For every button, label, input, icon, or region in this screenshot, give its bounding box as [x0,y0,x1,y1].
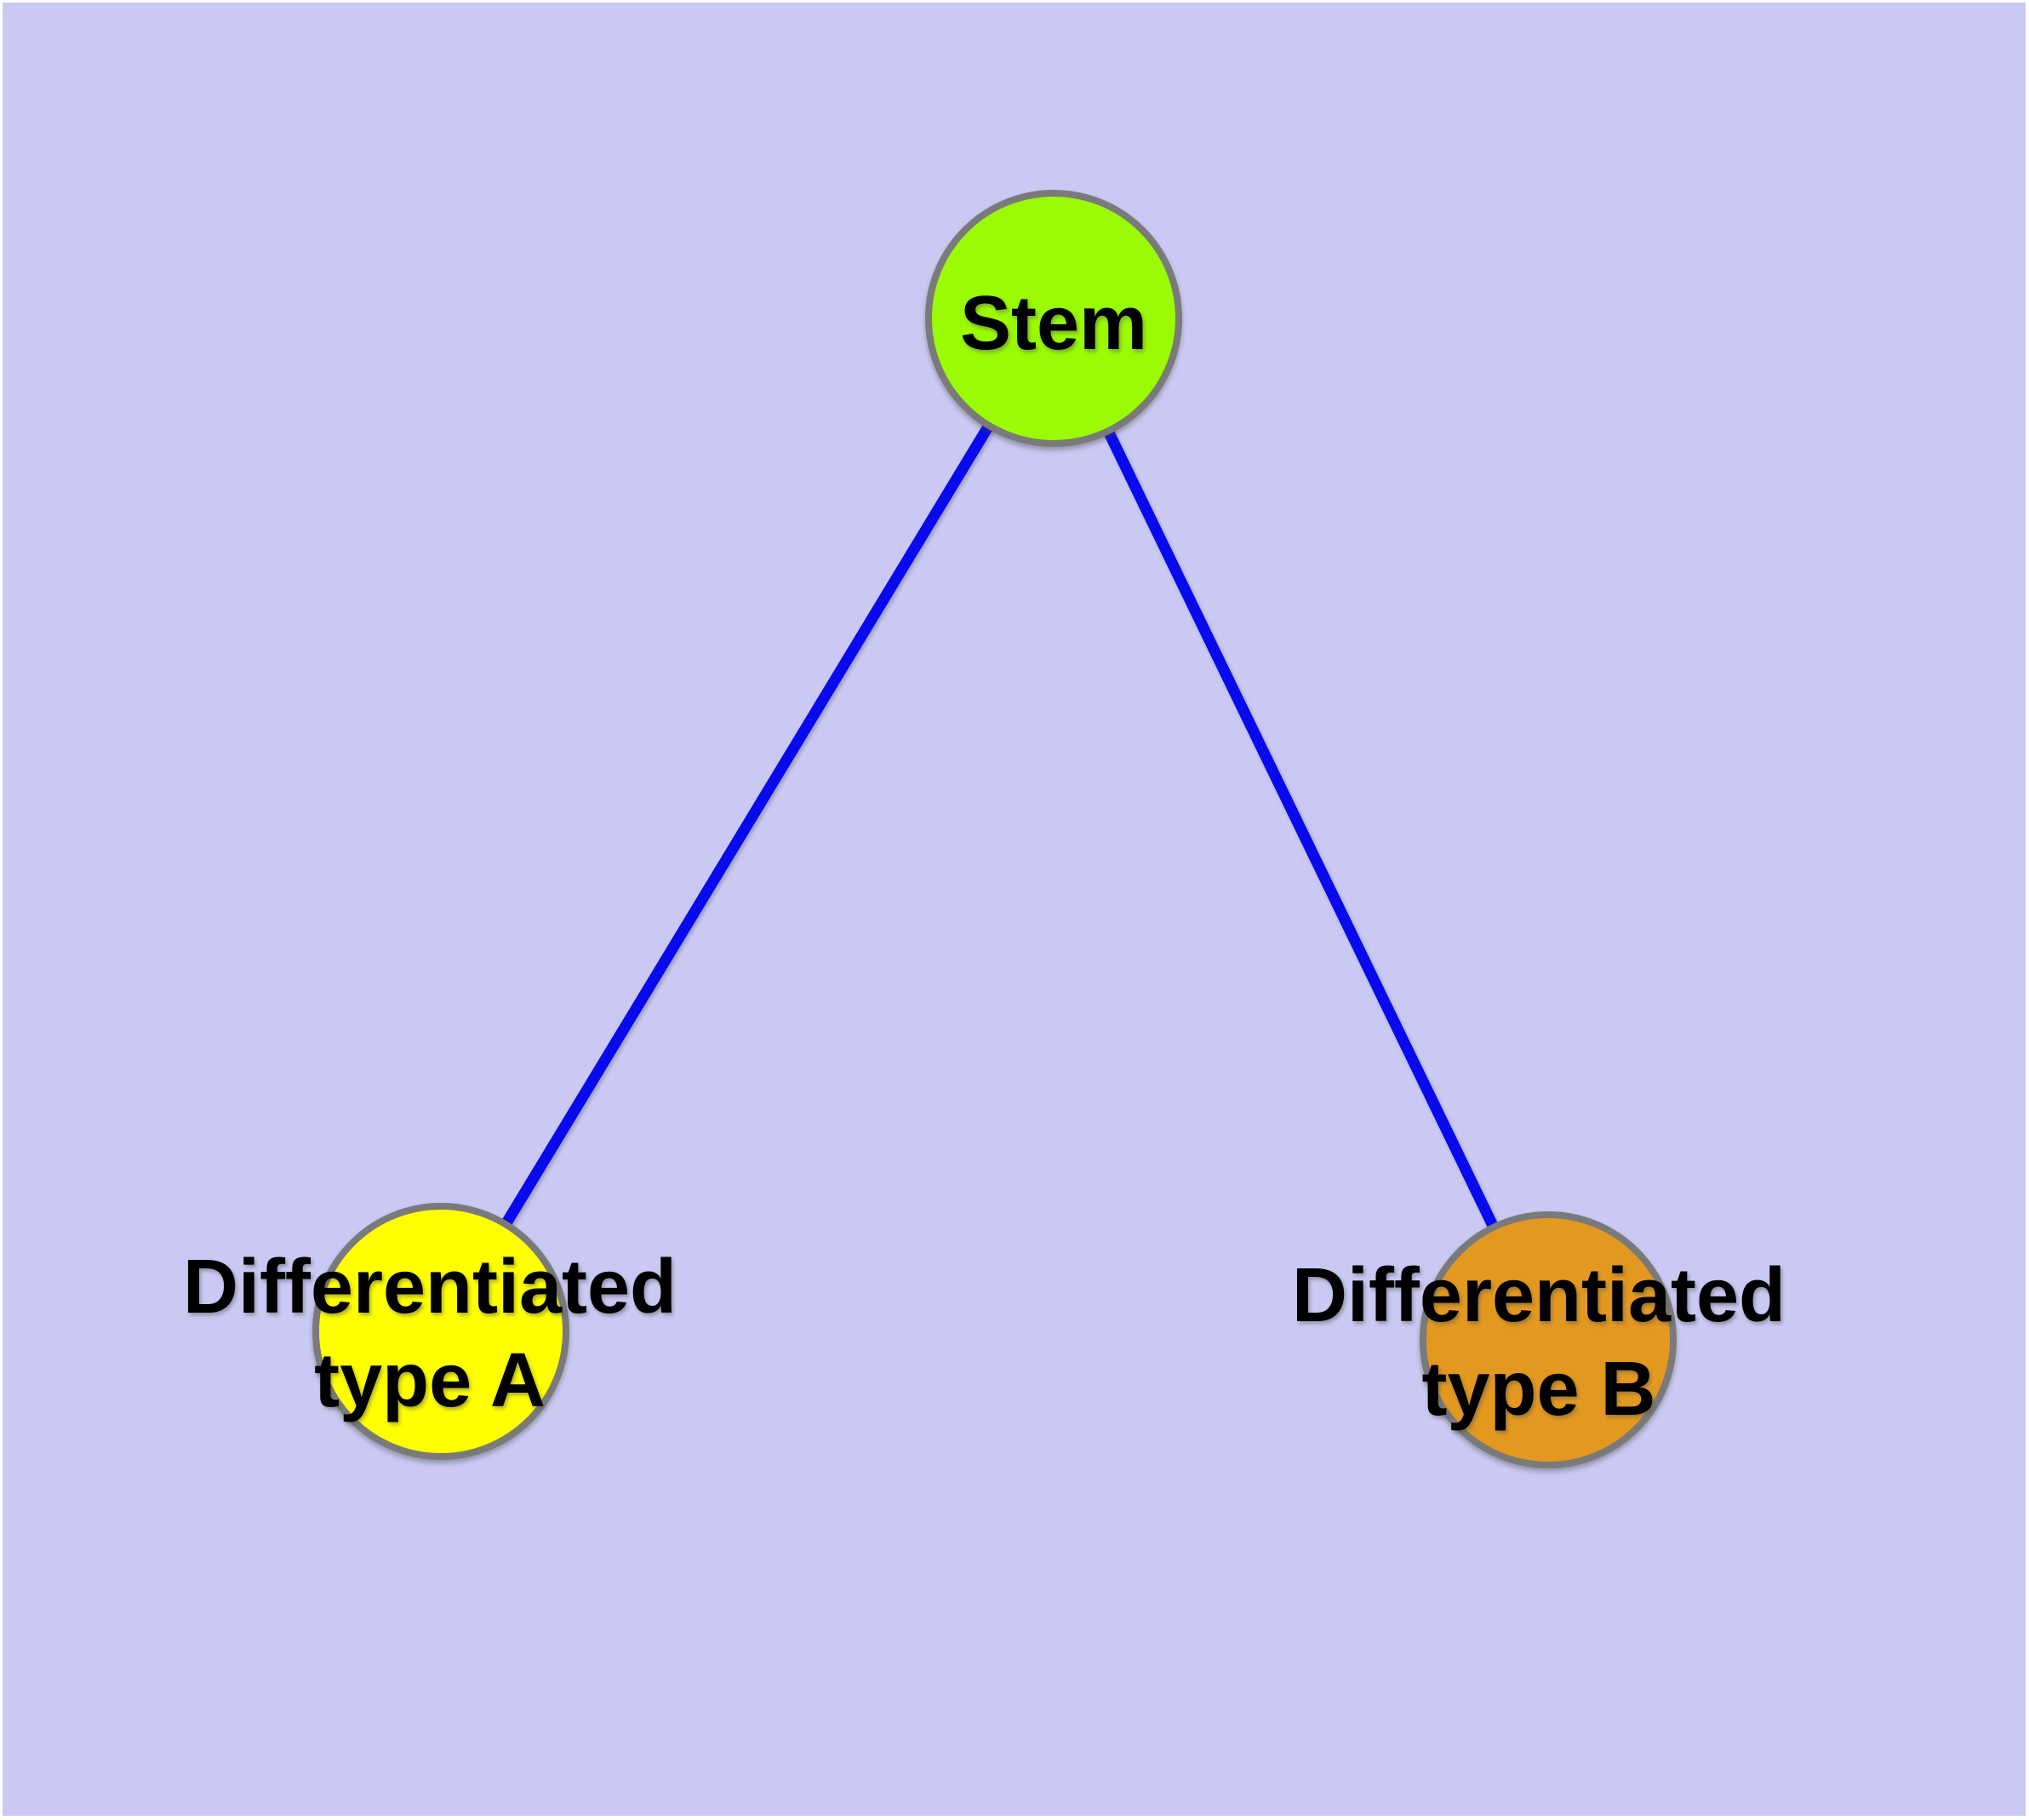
node-type-a-label-line1: Differentiated [183,1245,677,1330]
node-stem-circle [925,190,1182,447]
edge-group [436,315,1553,1342]
node-type-b: Differentiated type B [1292,1211,1786,1468]
node-type-a-circle [312,1203,569,1460]
node-type-b-label-line2: type B [1421,1347,1655,1432]
node-stem-label: Stem [960,281,1147,366]
edge-stem-to-type-b [1049,316,1553,1342]
node-type-b-label-line1: Differentiated [1292,1253,1786,1338]
node-type-b-circle [1420,1211,1677,1468]
node-stem: Stem [925,190,1182,447]
node-type-a-label-line2: type A [314,1338,546,1423]
edge-stem-to-type-a [436,315,1059,1335]
node-type-a: Differentiated type A [183,1203,677,1460]
